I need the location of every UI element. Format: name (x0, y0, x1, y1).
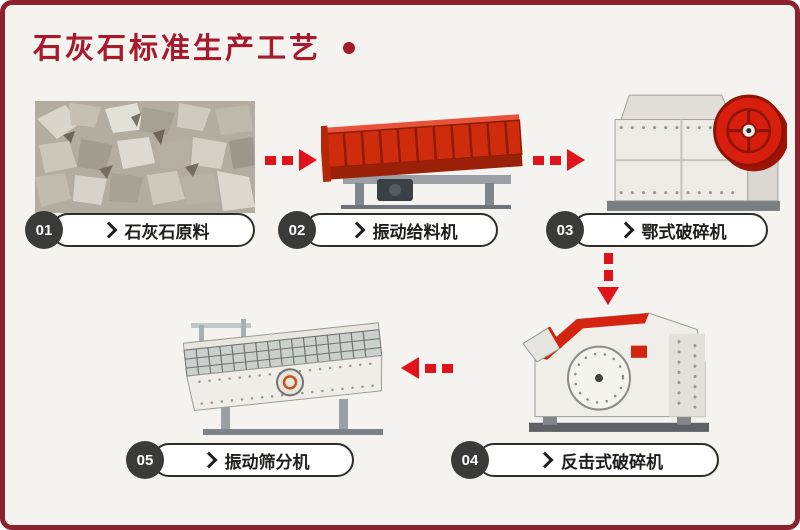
step-number-badge: 02 (278, 211, 316, 249)
vibrating-feeder-image (321, 111, 526, 211)
arrow-dash (265, 155, 276, 165)
step-label-pill: 鄂式破碎机 (572, 213, 768, 247)
chevron-right-icon (100, 221, 117, 239)
page-title: 石灰石标准生产工艺 (33, 33, 322, 65)
step-number-badge: 03 (546, 211, 584, 249)
arrow-dash (550, 155, 561, 165)
step-label-pill: 反击式破碎机 (477, 443, 719, 477)
step-label-5: 05 振动筛分机 (126, 441, 354, 479)
step-label-pill: 振动给料机 (304, 213, 498, 247)
arrow-head-left-icon (401, 357, 419, 379)
step-number-badge: 04 (451, 441, 489, 479)
arrow-head-right-icon (299, 149, 317, 171)
limestone-raw-material-image (35, 101, 255, 213)
step-label-text: 石灰石原料 (124, 222, 210, 242)
step-label-pill: 振动筛分机 (152, 443, 354, 477)
arrow-dash (442, 363, 453, 373)
step-label-pill: 石灰石原料 (51, 213, 255, 247)
arrow-dash (425, 363, 436, 373)
step-label-4: 04 反击式破碎机 (451, 441, 719, 479)
arrow-dash (603, 270, 613, 281)
step-label-3: 03 鄂式破碎机 (546, 211, 768, 249)
flow-arrow-step2-to-step3 (533, 149, 585, 171)
chevron-right-icon (617, 221, 634, 239)
step-label-text: 振动筛分机 (224, 452, 310, 472)
flow-arrow-step4-to-step5 (401, 357, 453, 379)
flow-arrow-step1-to-step2 (265, 149, 317, 171)
arrow-head-down-icon (597, 287, 619, 305)
chevron-right-icon (536, 451, 554, 469)
chevron-right-icon (348, 221, 365, 239)
step-number-badge: 01 (25, 211, 63, 249)
arrow-head-right-icon (567, 149, 585, 171)
step-label-text: 鄂式破碎机 (641, 222, 727, 242)
arrow-dash (603, 253, 613, 264)
arrow-dash (533, 155, 544, 165)
vibrating-screen-image (169, 313, 397, 439)
arrow-dash (282, 155, 293, 165)
jaw-crusher-image (601, 85, 787, 215)
step-label-1: 01 石灰石原料 (25, 211, 255, 249)
chevron-right-icon (200, 451, 217, 469)
step-label-text: 反击式破碎机 (561, 452, 663, 472)
title-dot (343, 42, 355, 54)
flow-arrow-step3-to-step4 (597, 253, 619, 305)
impact-crusher-image (519, 301, 719, 439)
step-label-text: 振动给料机 (372, 222, 458, 242)
step-number-badge: 05 (126, 441, 164, 479)
step-label-2: 02 振动给料机 (278, 211, 498, 249)
